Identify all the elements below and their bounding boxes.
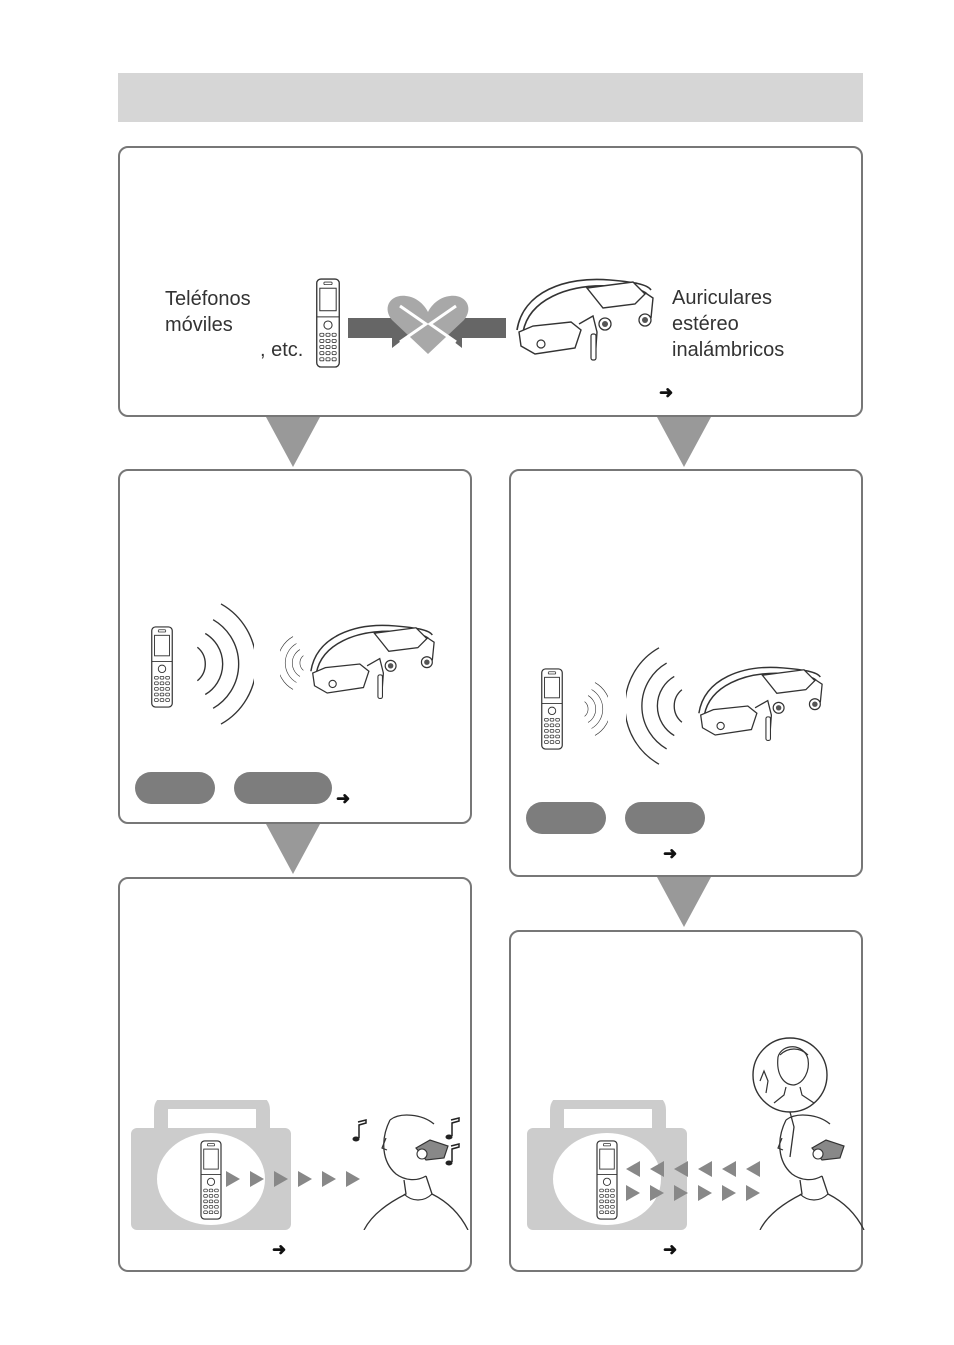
button-pill <box>526 802 606 834</box>
page-ref-arrow: ➜ <box>336 789 351 808</box>
phone-icon <box>316 278 340 368</box>
headset-icon <box>698 666 823 742</box>
mobile-phones-label: Teléfonos móviles <box>165 288 251 336</box>
headset-icon <box>310 624 435 700</box>
page-ref-arrow: ➜ <box>272 1240 287 1259</box>
page-ref-arrow: ➜ <box>659 383 674 402</box>
page-ref-arrow: ➜ <box>663 1240 678 1259</box>
heart-icon <box>387 295 469 354</box>
wireless-headphones-label: Auriculares estéreo inalámbricos <box>672 287 785 361</box>
two-way-audio-arrows <box>626 1161 760 1201</box>
signal-waves-icon <box>196 603 254 725</box>
button-pill <box>135 772 215 804</box>
button-pill <box>234 772 332 804</box>
headset-icon <box>516 278 654 361</box>
flow-connector <box>657 877 711 927</box>
signal-waves-icon <box>584 682 608 736</box>
pairing-panel <box>118 146 863 417</box>
phone-icon <box>200 1140 222 1220</box>
flow-connector <box>266 417 320 467</box>
phone-icon <box>541 668 563 750</box>
music-note-icon <box>445 1117 460 1140</box>
phone-icon <box>596 1140 618 1220</box>
caller-bubble-icon <box>752 1037 828 1158</box>
section-title-bar <box>118 73 863 122</box>
button-pill <box>625 802 705 834</box>
signal-waves-icon <box>626 647 683 765</box>
music-note-icon <box>445 1143 460 1166</box>
phone-icon <box>151 626 173 708</box>
flow-connector <box>266 824 320 874</box>
etc-label: , etc. <box>260 339 304 361</box>
flow-connector <box>657 417 711 467</box>
music-note-icon <box>352 1119 367 1142</box>
page-ref-arrow: ➜ <box>663 844 678 863</box>
audio-stream-arrows <box>226 1171 360 1187</box>
